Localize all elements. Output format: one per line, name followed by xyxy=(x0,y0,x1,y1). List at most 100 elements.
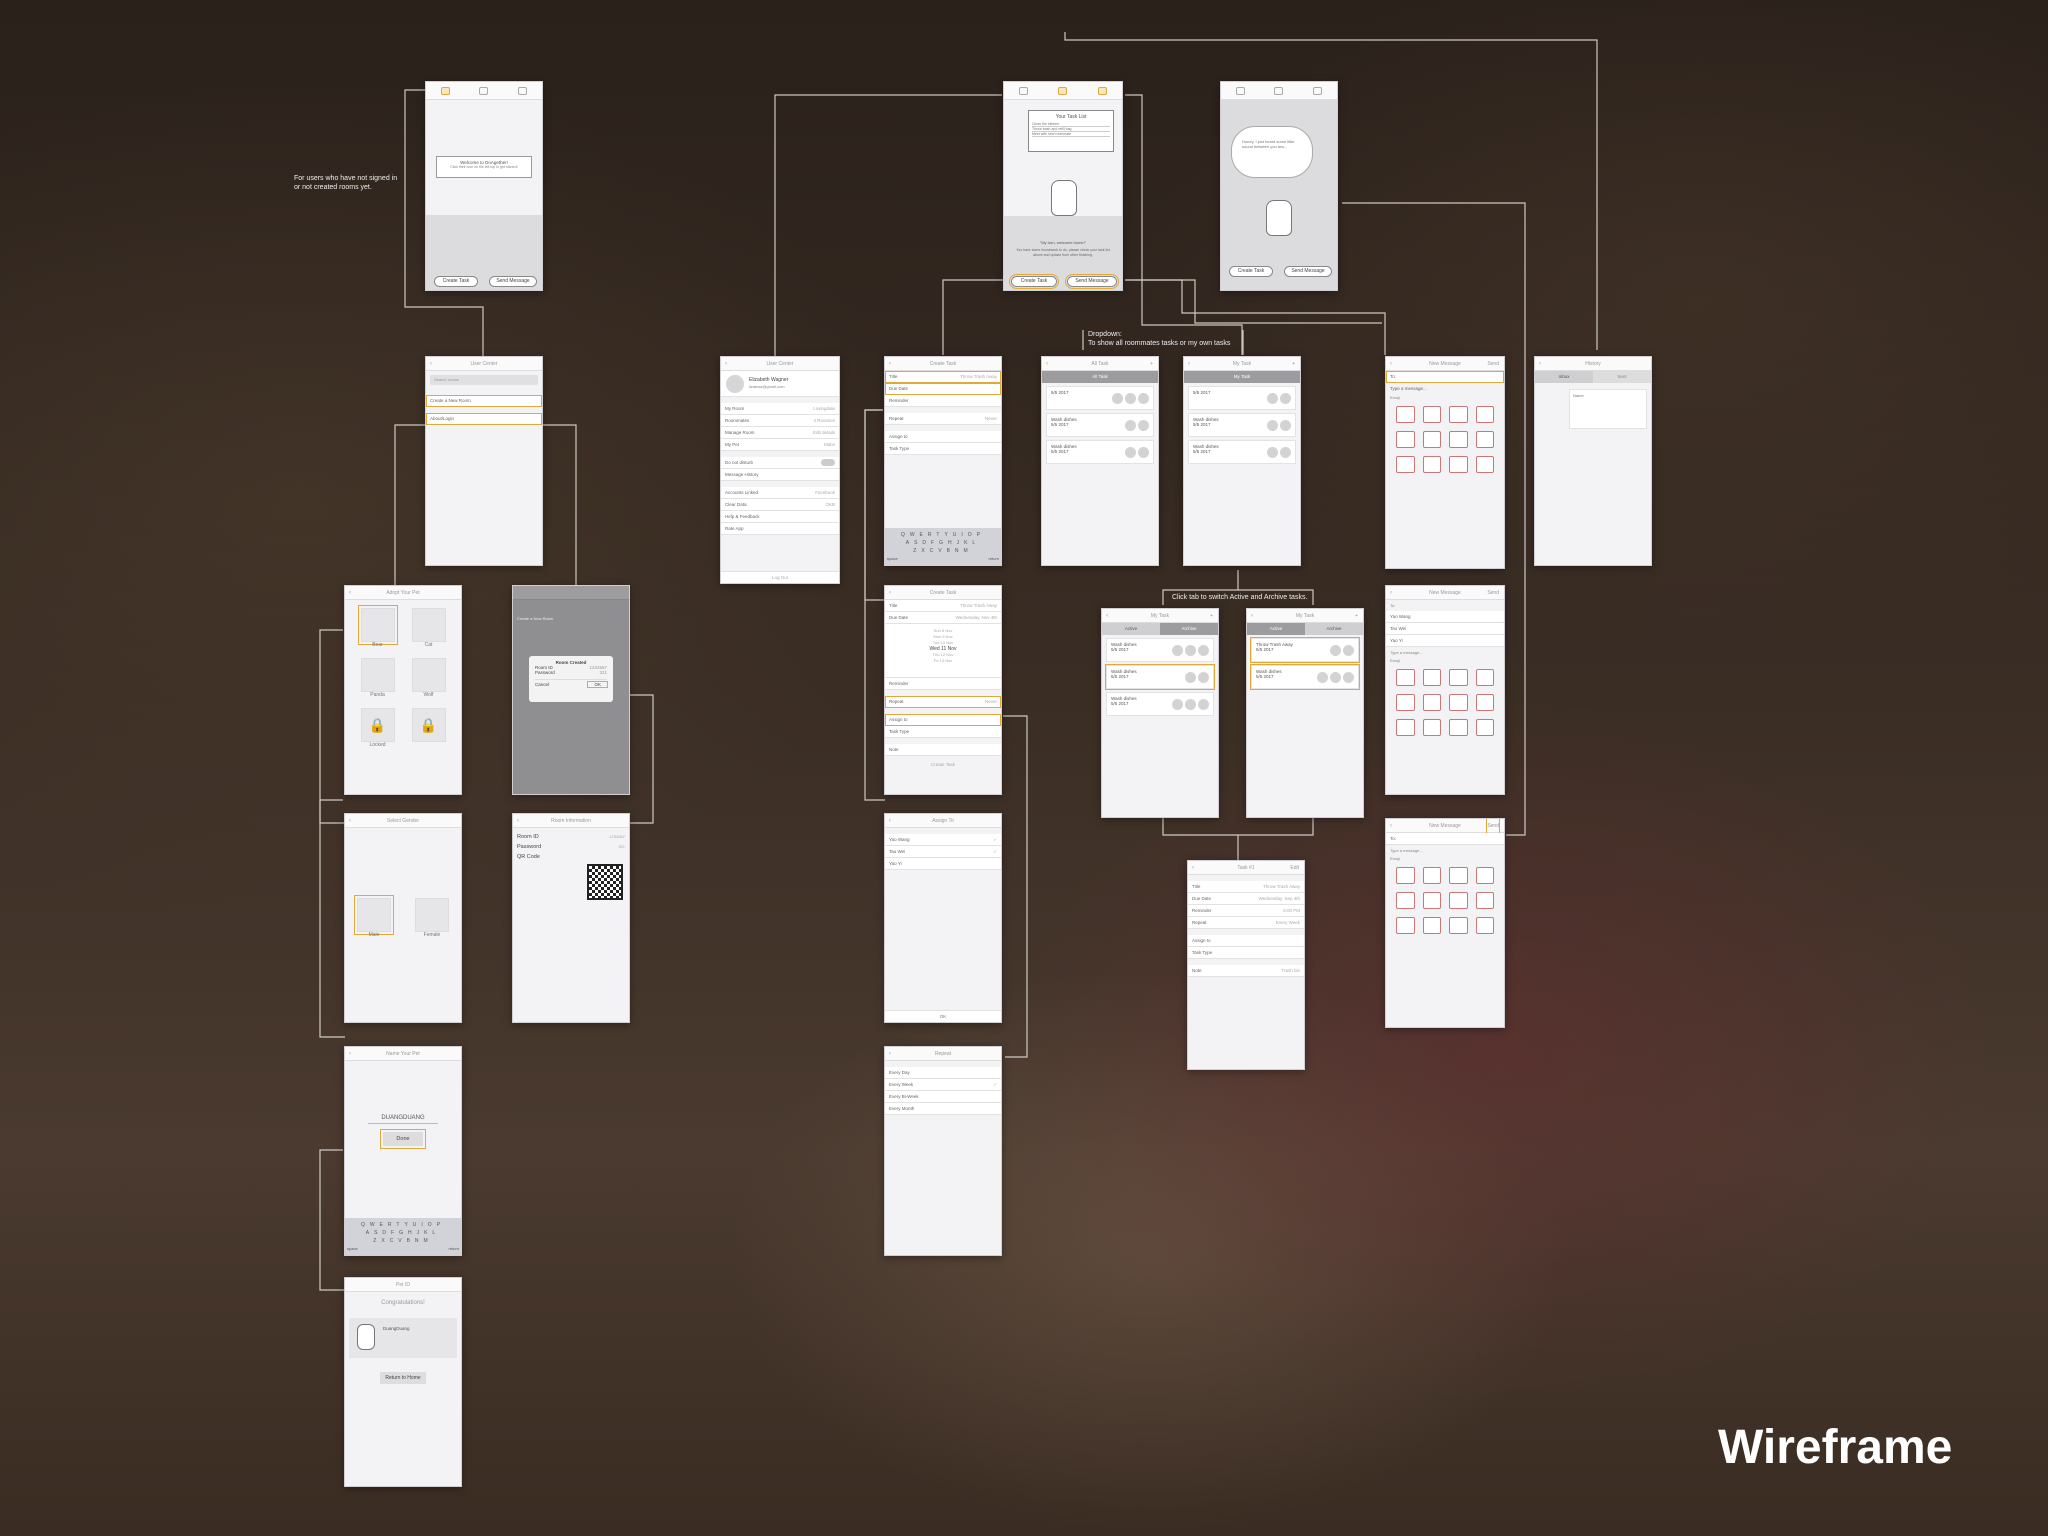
keyboard-row[interactable]: ZXCVBNM xyxy=(913,548,973,554)
return-key[interactable]: return xyxy=(448,1246,459,1251)
edit-button[interactable]: Edit xyxy=(1290,865,1299,871)
create-task-button[interactable]: Create Task xyxy=(1009,274,1059,289)
send-message-button[interactable]: Send Message xyxy=(489,276,537,287)
back-icon[interactable]: ‹ xyxy=(1188,361,1190,367)
keyboard-row[interactable]: ASDFGHJKL xyxy=(905,540,981,546)
gender-female[interactable]: Female xyxy=(415,898,449,942)
back-icon[interactable]: ‹ xyxy=(517,818,519,824)
message-input[interactable]: Type a message... xyxy=(1390,386,1427,391)
back-icon[interactable]: ‹ xyxy=(1390,590,1392,596)
back-icon[interactable]: ‹ xyxy=(349,590,351,596)
message-input[interactable]: Type a message... xyxy=(1390,650,1423,655)
search-input[interactable]: Search rooms xyxy=(430,375,538,385)
send-message-button[interactable]: Send Message xyxy=(1284,266,1332,277)
pet-icon[interactable] xyxy=(440,86,450,95)
due-date-row[interactable]: Due Date xyxy=(885,383,1001,395)
to-field[interactable]: To: xyxy=(1386,371,1504,383)
bear-pet-icon[interactable] xyxy=(1266,200,1292,236)
settings-row[interactable]: Do not disturb xyxy=(721,457,839,469)
pet-option[interactable]: Cat xyxy=(406,608,451,652)
inbox-icon[interactable] xyxy=(1097,86,1107,95)
settings-row[interactable]: Rate App xyxy=(721,523,839,535)
gender-male[interactable]: Male xyxy=(354,895,394,942)
task-dropdown[interactable]: My Task xyxy=(1184,371,1300,383)
recipient-row[interactable]: Yao Wang xyxy=(1386,611,1504,623)
repeat-option[interactable]: Every Week✓ xyxy=(885,1079,1001,1091)
sticker-grid[interactable] xyxy=(1386,663,1504,742)
sticker-grid[interactable] xyxy=(1386,861,1504,940)
about-login-row[interactable]: About/Login xyxy=(426,413,542,425)
task-item[interactable]: Throw trash and refill bag xyxy=(1032,127,1110,132)
chat-icon[interactable] xyxy=(1274,86,1284,95)
assignee-row[interactable]: Yao Wang✓ xyxy=(885,834,1001,846)
create-room-row[interactable]: Create a New Room xyxy=(426,395,542,407)
add-icon[interactable]: + xyxy=(1355,613,1358,619)
assignee-row[interactable]: Tao Wei✓ xyxy=(885,846,1001,858)
assign-row[interactable]: Assign to xyxy=(885,714,1001,726)
profile-header[interactable]: Elizabeth Wagner lizabwa@gmail.com xyxy=(721,371,839,397)
task-card[interactable]: 5/5 2017 xyxy=(1046,386,1154,410)
chat-icon[interactable] xyxy=(479,86,489,95)
keyboard-row[interactable]: ASDFGHJKL xyxy=(365,1230,441,1236)
keyboard-row[interactable]: QWERTYUIOP xyxy=(900,532,986,538)
task-item[interactable]: Clean the kitchen xyxy=(1032,122,1110,127)
inbox-icon[interactable] xyxy=(1313,86,1323,95)
to-field[interactable]: To: xyxy=(1386,833,1504,845)
note-row[interactable]: Note xyxy=(885,744,1001,756)
task-type-row[interactable]: Task Type xyxy=(885,726,1001,738)
back-icon[interactable]: ‹ xyxy=(1046,361,1048,367)
pet-option[interactable]: Panda xyxy=(355,658,400,702)
create-task-button[interactable]: Create Task xyxy=(1229,266,1273,277)
return-home-button[interactable]: Return to Home xyxy=(380,1372,426,1384)
back-icon[interactable]: ‹ xyxy=(1106,613,1108,619)
repeat-option[interactable]: Every Bi-Week xyxy=(885,1091,1001,1103)
assignee-row[interactable]: Yao Yi xyxy=(885,858,1001,870)
back-icon[interactable]: ‹ xyxy=(517,590,519,596)
back-icon[interactable]: ‹ xyxy=(889,818,891,824)
send-message-button[interactable]: Send Message xyxy=(1065,274,1119,289)
task-dropdown[interactable]: All Task xyxy=(1042,371,1158,383)
space-key[interactable]: space xyxy=(347,1246,358,1251)
back-icon[interactable]: ‹ xyxy=(349,1051,351,1057)
task-card[interactable]: 5/5 2017 xyxy=(1188,386,1296,410)
create-task-submit[interactable]: Create Task xyxy=(931,762,955,767)
return-key[interactable]: return xyxy=(988,556,999,561)
recipient-row[interactable]: Tao Wei xyxy=(1386,623,1504,635)
back-icon[interactable]: ‹ xyxy=(889,590,891,596)
chat-icon[interactable] xyxy=(1058,86,1068,95)
send-button[interactable]: Send xyxy=(1487,590,1499,596)
sticker-grid[interactable] xyxy=(1386,400,1504,479)
settings-row[interactable]: Message History xyxy=(721,469,839,481)
back-icon[interactable]: ‹ xyxy=(1251,613,1253,619)
ok-button[interactable]: OK xyxy=(587,681,608,688)
reminder-row[interactable]: Reminder xyxy=(885,678,1001,690)
send-button[interactable]: Send xyxy=(1486,819,1500,834)
keyboard-row[interactable]: ZXCVBNM xyxy=(373,1238,433,1244)
back-icon[interactable]: ‹ xyxy=(889,1051,891,1057)
add-icon[interactable]: + xyxy=(1292,361,1295,367)
back-icon[interactable]: ‹ xyxy=(349,818,351,824)
pet-icon[interactable] xyxy=(1019,86,1029,95)
bear-pet-icon[interactable] xyxy=(1051,180,1077,216)
